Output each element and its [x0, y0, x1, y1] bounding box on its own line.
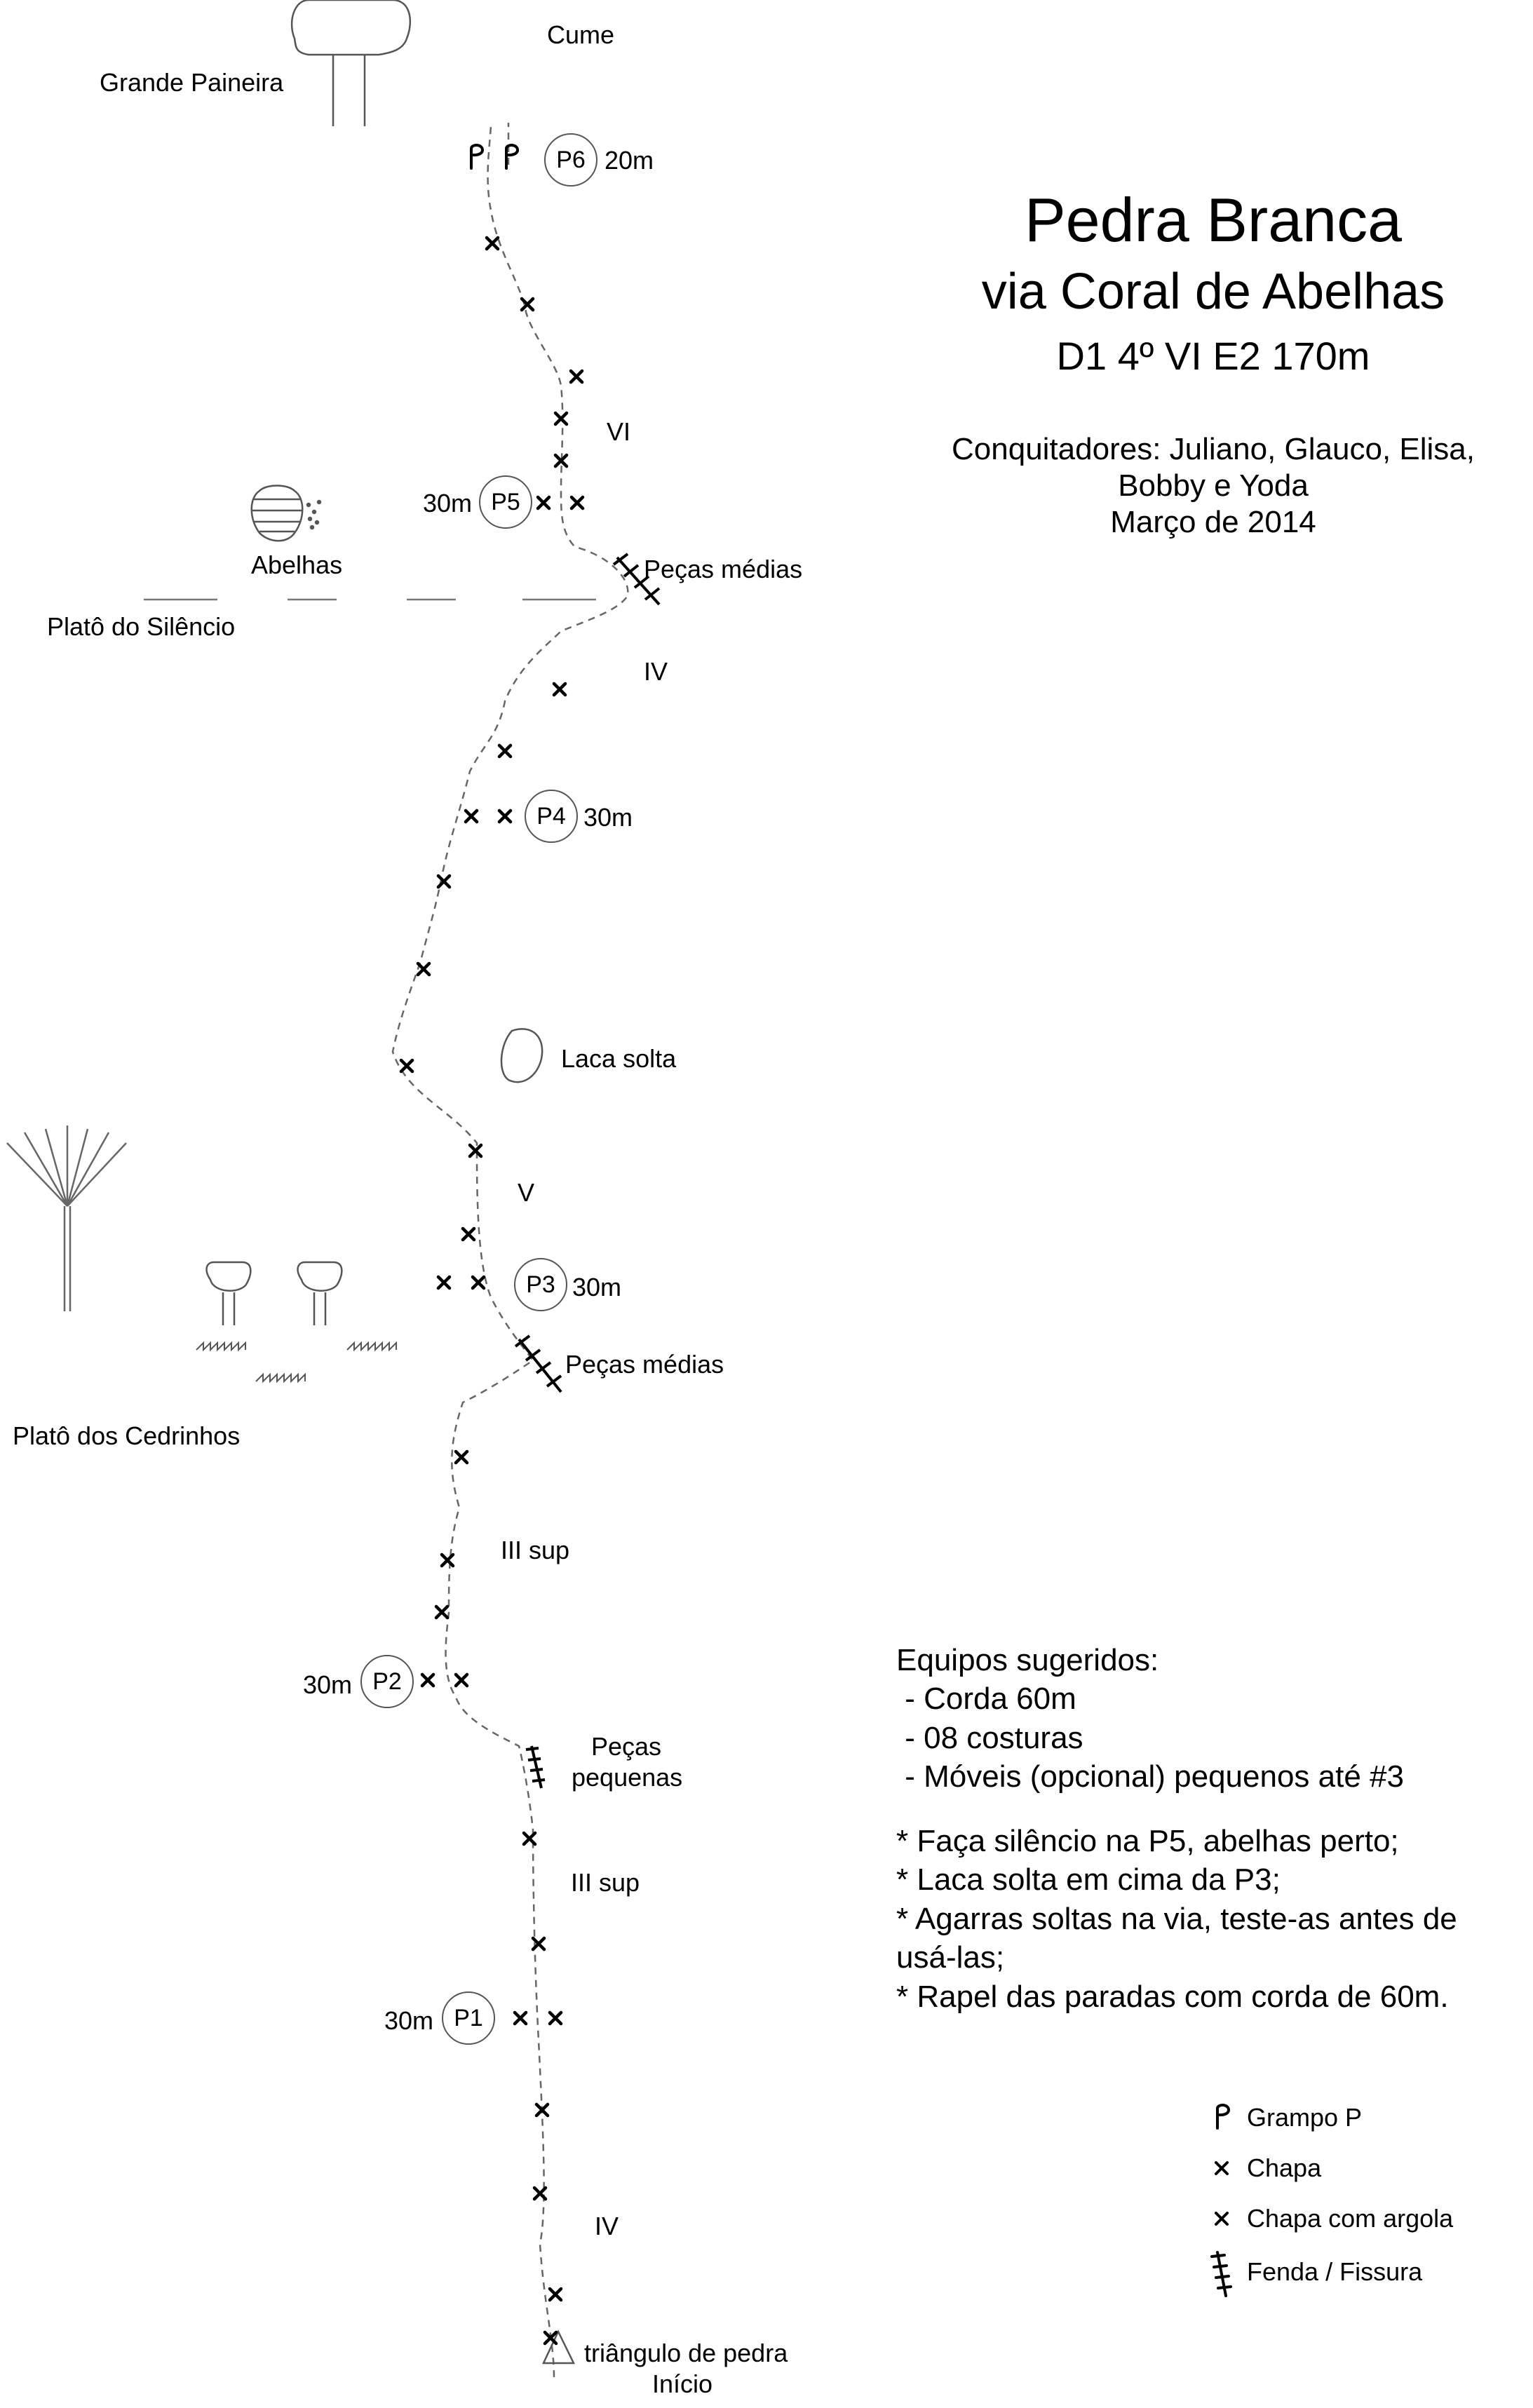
route-grade: D1 4º VI E2 170m [1056, 334, 1370, 378]
legend-grampo-p-icon [1216, 2104, 1231, 2130]
authors-line-3: Março de 2014 [1110, 504, 1316, 539]
belay-p2: P2 [360, 1655, 414, 1708]
equipment-note: * Faça silêncio na P5, abelhas perto; [896, 1823, 1399, 1858]
crack-icon [514, 1334, 562, 1393]
grande-paineira-tree-icon [290, 0, 412, 126]
legend-label-crack: Fenda / Fissura [1247, 2257, 1423, 2286]
pitch-grade-p3: III sup [501, 1536, 570, 1564]
legend-label-grampo-p: Grampo P [1247, 2103, 1363, 2132]
belay-p1: P1 [442, 1991, 495, 2045]
pitch-grade-p2: III sup [571, 1868, 640, 1897]
grass-icon [196, 1341, 397, 1384]
route-line [391, 122, 629, 2378]
legend-chapa-argola-icon [1215, 2212, 1229, 2226]
crack-icon [525, 1745, 546, 1789]
grampo-p-icon [470, 144, 520, 170]
belay-p3-length: 30m [572, 1273, 622, 1301]
belay-p6-length: 20m [605, 146, 654, 175]
legend-label-chapa-argola: Chapa com argola [1247, 2204, 1454, 2233]
loose-flake-icon [500, 1028, 543, 1083]
summit-label: Cume [547, 20, 615, 49]
beehive-icon [250, 485, 322, 542]
gear-note-small-1: Peças [591, 1732, 662, 1761]
equipment-note: * Agarras soltas na via, teste-as antes … [896, 1901, 1457, 1936]
legend-crack-icon [1210, 2251, 1232, 2297]
tree-label: Grande Paineira [100, 68, 284, 97]
gear-note-medium-1: Peças médias [644, 555, 803, 583]
pitch-grade-p5: IV [644, 657, 668, 686]
equipment-note: * Rapel das paradas com corda de 60m. [896, 1979, 1449, 2014]
equipment-item: - Corda 60m [896, 1682, 1076, 1717]
authors-line-2: Bobby e Yoda [1118, 468, 1309, 503]
pitch-grade-p4: V [518, 1178, 535, 1207]
palm-tree-icon [6, 1125, 127, 1311]
pitch-grade-p6: VI [607, 417, 631, 446]
belay-p5: P5 [479, 475, 532, 529]
page-title: Pedra Branca [1024, 185, 1403, 255]
route-name: via Coral de Abelhas [981, 264, 1445, 320]
crack-icon [612, 553, 661, 606]
plateau-cedrinhos-label: Platô dos Cedrinhos [13, 1421, 241, 1450]
legend-symbols [1210, 2104, 1232, 2297]
equipment-note: * Laca solta em cima da P3; [896, 1862, 1281, 1898]
belay-p1-length: 30m [384, 2006, 434, 2035]
equipment-heading: Equipos sugeridos: [896, 1643, 1159, 1677]
equipment-note: usá-las; [896, 1940, 1005, 1975]
gear-note-small-2: pequenas [572, 1763, 683, 1792]
belay-p5-length: 30m [423, 489, 473, 518]
start-label: Início [652, 2369, 713, 2398]
gear-note-medium-2: Peças médias [565, 1350, 724, 1379]
equipment-item: - 08 costuras [896, 1720, 1083, 1755]
start-triangle-icon [542, 2329, 576, 2365]
belay-p3: P3 [514, 1258, 567, 1311]
start-block-label: triângulo de pedra [584, 2339, 788, 2367]
legend-label-chapa: Chapa [1247, 2153, 1322, 2182]
loose-flake-label: Laca solta [561, 1044, 677, 1073]
pitch-grade-p1: IV [595, 2212, 619, 2240]
equipment-block: Equipos sugeridos: - Corda 60m - 08 cost… [896, 1641, 1457, 2016]
belay-p2-length: 30m [303, 1670, 353, 1699]
bolt-icons [399, 236, 585, 2346]
authors-line-1: Conquitadores: Juliano, Glauco, Elisa, [952, 432, 1475, 466]
small-tree-icon [205, 1261, 343, 1325]
equipment-item: - Móveis (opcional) pequenos até #3 [896, 1759, 1404, 1794]
authors-block: Conquitadores: Juliano, Glauco, Elisa, B… [905, 431, 1522, 541]
belay-p4-length: 30m [583, 803, 633, 832]
belay-p6: P6 [544, 133, 597, 187]
legend-chapa-icon [1215, 2161, 1229, 2175]
belay-p4: P4 [525, 790, 578, 843]
bees-label: Abelhas [251, 550, 343, 579]
plateau-silencio-label: Platô do Silêncio [47, 612, 236, 641]
